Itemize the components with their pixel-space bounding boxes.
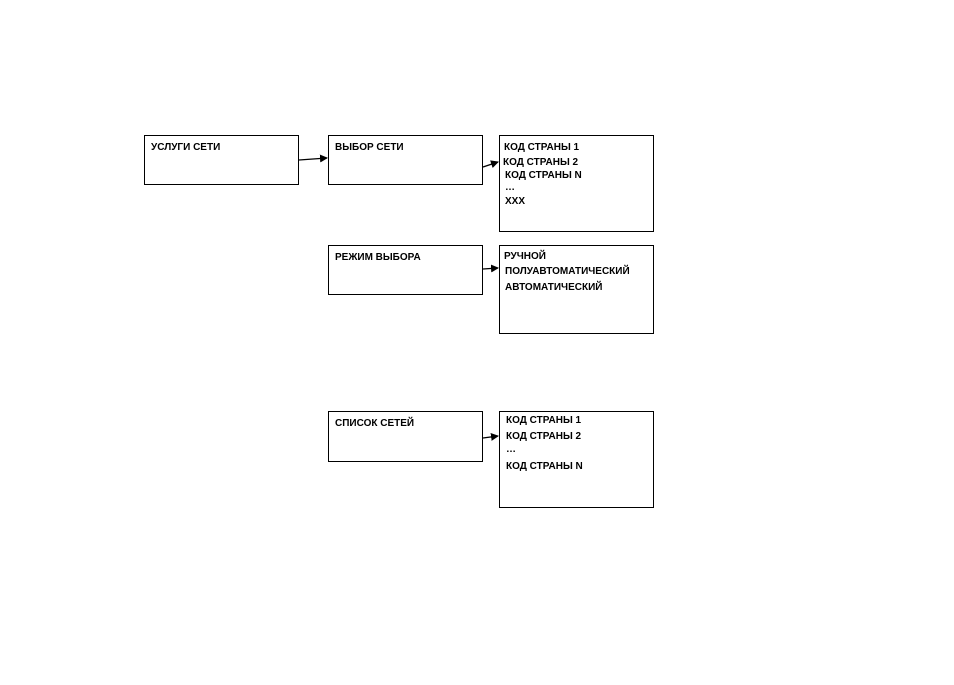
list-ellipsis: … xyxy=(506,444,516,456)
option-country-code-1: КОД СТРАНЫ 1 xyxy=(504,142,579,154)
arrow-network-selection-to-codes xyxy=(483,162,498,167)
option-semi-automatic: ПОЛУАВТОМАТИЧЕСКИЙ xyxy=(505,266,630,278)
option-country-code-2: КОД СТРАНЫ 2 xyxy=(503,157,578,169)
arrow-selection-mode-to-modes xyxy=(483,268,498,269)
option-country-code-n: КОД СТРАНЫ N xyxy=(505,170,582,182)
network-selection-box: ВЫБОР СЕТИ xyxy=(328,135,483,185)
arrow-network-list-to-codes xyxy=(483,436,498,438)
selection-mode-label: РЕЖИМ ВЫБОРА xyxy=(335,252,421,263)
network-list-box: СПИСОК СЕТЕЙ xyxy=(328,411,483,462)
network-selection-options-box: КОД СТРАНЫ 1 КОД СТРАНЫ 2 КОД СТРАНЫ N …… xyxy=(499,135,654,232)
network-services-box: УСЛУГИ СЕТИ xyxy=(144,135,299,185)
option-xxx: XXX xyxy=(505,196,525,208)
list-country-code-n: КОД СТРАНЫ N xyxy=(506,461,583,473)
list-country-code-2: КОД СТРАНЫ 2 xyxy=(506,431,581,443)
network-services-label: УСЛУГИ СЕТИ xyxy=(151,142,220,153)
list-country-code-1: КОД СТРАНЫ 1 xyxy=(506,415,581,427)
selection-mode-box: РЕЖИМ ВЫБОРА xyxy=(328,245,483,295)
option-manual: РУЧНОЙ xyxy=(504,251,546,263)
selection-mode-options-box: РУЧНОЙ ПОЛУАВТОМАТИЧЕСКИЙ АВТОМАТИЧЕСКИЙ xyxy=(499,245,654,334)
network-list-options-box: КОД СТРАНЫ 1 КОД СТРАНЫ 2 … КОД СТРАНЫ N xyxy=(499,411,654,508)
network-selection-label: ВЫБОР СЕТИ xyxy=(335,142,404,153)
network-list-label: СПИСОК СЕТЕЙ xyxy=(335,418,414,429)
arrow-root-to-network-selection xyxy=(299,158,327,160)
option-automatic: АВТОМАТИЧЕСКИЙ xyxy=(505,282,602,294)
option-ellipsis: … xyxy=(505,182,515,194)
